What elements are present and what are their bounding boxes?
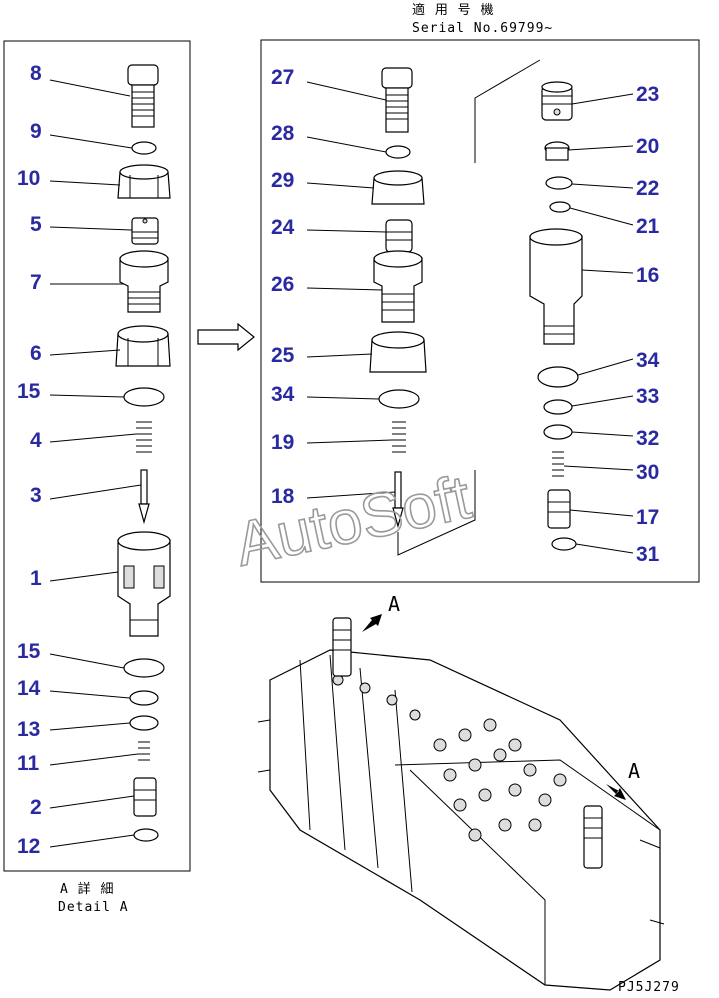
part-number: 10 — [17, 167, 40, 190]
part-22-oring — [545, 176, 573, 190]
part-18-pin — [392, 471, 404, 529]
part-2-piston — [133, 777, 157, 817]
part-number: 26 — [271, 273, 294, 296]
part-23-plug — [541, 81, 573, 121]
part-number: 28 — [271, 122, 295, 145]
part-29-nut — [371, 170, 425, 205]
detail-label-jp: A 詳 細 — [60, 881, 114, 897]
part-number: 23 — [636, 83, 659, 106]
right-col1-parts — [369, 67, 427, 529]
part-8-plug — [127, 64, 159, 128]
relief-valve-right — [583, 805, 603, 869]
part-12-snap-ring — [133, 828, 159, 842]
part-number: 15 — [17, 640, 41, 663]
part-19-spring — [392, 421, 406, 453]
part-32-oring — [543, 424, 573, 440]
part-number: 27 — [271, 66, 294, 89]
part-11-spring — [138, 741, 150, 761]
part-34-oring-col2 — [537, 366, 579, 388]
control-valve-assembly — [257, 617, 665, 991]
part-21-oring — [549, 201, 571, 213]
view-a-arrow-icon — [362, 614, 382, 632]
part-number: 2 — [30, 796, 42, 819]
part-10-nut — [117, 164, 171, 199]
part-1-sleeve — [117, 531, 171, 637]
part-number: 31 — [636, 543, 660, 566]
part-9-oring — [131, 141, 157, 155]
serial-bracket-top — [474, 59, 541, 163]
part-number: 1 — [30, 567, 42, 590]
part-27-plug — [381, 67, 413, 133]
part-16-sleeve — [529, 228, 583, 345]
left-leaders — [49, 79, 142, 848]
part-number: 3 — [30, 484, 42, 507]
part-number: 21 — [636, 215, 660, 238]
part-number: 8 — [30, 62, 42, 85]
part-6-nut — [115, 325, 171, 367]
part-number: 32 — [636, 427, 659, 450]
part-17-piston — [547, 489, 571, 529]
part-25-nut — [369, 331, 427, 373]
part-number: 5 — [30, 213, 42, 236]
part-number: 17 — [636, 506, 659, 529]
view-marker-a: A — [388, 592, 401, 616]
serial-label: Serial No.69799~ — [412, 21, 553, 36]
detail-label: Detail A — [58, 900, 129, 915]
part-number: 22 — [636, 177, 659, 200]
part-number: 15 — [17, 380, 41, 403]
detail-frame-right — [260, 39, 700, 583]
part-number: 4 — [30, 429, 42, 452]
part-number: 30 — [636, 461, 659, 484]
part-15-oring — [123, 387, 165, 407]
part-number: 7 — [30, 271, 42, 294]
part-number: 13 — [17, 718, 40, 741]
view-marker-a-2: A — [628, 759, 641, 783]
part-number: 19 — [271, 431, 294, 454]
part-number: 18 — [271, 485, 295, 508]
part-14-ring — [129, 690, 159, 706]
watermark: AutoSoft — [230, 463, 477, 580]
part-34-oring — [378, 389, 420, 409]
right-col1-leaders — [306, 81, 396, 499]
left-parts-group — [115, 64, 171, 842]
part-number: 11 — [17, 752, 40, 775]
part-number: 29 — [271, 169, 294, 192]
part-7-body — [119, 250, 169, 313]
part-31-snap-ring — [551, 537, 577, 551]
part-number: 6 — [30, 342, 42, 365]
serial-bracket-bottom — [397, 470, 476, 556]
part-number: 9 — [30, 120, 42, 143]
transition-arrow-icon — [197, 322, 255, 352]
serial-label-jp: 適 用 号 機 — [412, 2, 494, 18]
part-13-oring — [129, 715, 159, 731]
part-26-body — [373, 250, 423, 323]
part-4-spring — [136, 421, 152, 453]
part-20-seat — [544, 141, 570, 161]
part-number: 16 — [636, 264, 659, 287]
right-col2-leaders — [563, 93, 634, 554]
part-15-oring-lower — [123, 658, 165, 678]
port-grid — [332, 674, 567, 842]
part-number: 14 — [17, 677, 41, 700]
part-number: 34 — [636, 349, 660, 372]
part-number: 12 — [17, 835, 40, 858]
part-number: 24 — [271, 216, 295, 239]
drawing-code: PJ5J279 — [618, 980, 680, 995]
part-number: 25 — [271, 344, 295, 367]
part-5-poppet — [131, 217, 159, 245]
detail-frame-left — [3, 40, 191, 872]
view-a-arrow-icon-2 — [606, 784, 626, 800]
part-33-ring — [543, 399, 573, 415]
relief-valve-top — [332, 617, 352, 677]
right-col2-parts — [529, 81, 583, 551]
part-number: 34 — [271, 383, 295, 406]
part-3-pin — [138, 469, 150, 525]
part-28-oring — [385, 145, 411, 159]
part-24-poppet — [385, 219, 413, 253]
part-30-spring — [552, 451, 564, 477]
part-number: 33 — [636, 385, 659, 408]
part-number: 20 — [636, 135, 659, 158]
